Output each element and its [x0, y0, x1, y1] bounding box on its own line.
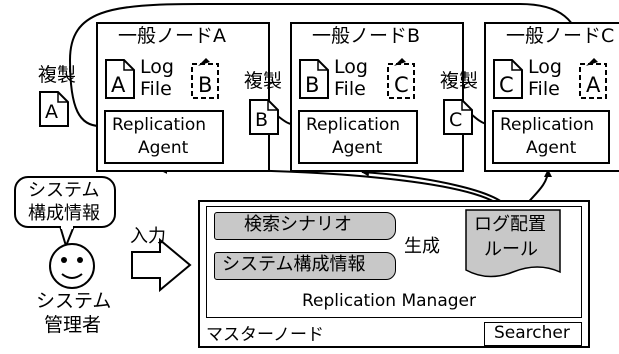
replica-slot-c [579, 63, 607, 99]
replica-a-letter: B [198, 73, 213, 97]
copy-a-doc-icon [39, 91, 69, 127]
search-scenario-label: 検索シナリオ [244, 214, 352, 235]
log-rule-line-2: ルール [484, 239, 538, 260]
log-file-b-letter: B [305, 73, 320, 97]
log-file-c-label-1: Log [528, 56, 562, 78]
searcher-label: Searcher [494, 323, 570, 343]
agent-a-label-2: Agent [138, 138, 189, 158]
admin-label-1: システム [36, 290, 112, 312]
agent-c-label-1: Replication [500, 115, 595, 135]
replication-agent-b [298, 110, 418, 164]
copy-b-doc-icon [249, 99, 279, 135]
log-file-c-label-2: File [528, 78, 560, 100]
log-placement-rule-doc [465, 209, 561, 278]
searcher-box [484, 322, 582, 346]
log-rule-line-1: ログ配置 [474, 214, 546, 235]
bubble-tail-cover [61, 224, 73, 229]
bubble-line-1: システム [28, 180, 100, 201]
copy-a-letter: A [45, 101, 58, 123]
replica-c-letter: A [586, 73, 601, 97]
log-file-b-label-1: Log [334, 56, 368, 78]
log-file-a-label-2: File [140, 78, 172, 100]
log-file-c-letter: C [499, 73, 514, 97]
node-c-title: 一般ノードC [506, 25, 615, 47]
search-scenario-box [214, 212, 396, 240]
replication-manager-label: Replication Manager [302, 291, 476, 311]
replication-agent-a [104, 110, 224, 164]
generate-label: 生成 [404, 236, 440, 257]
agent-c-label-2: Agent [526, 138, 577, 158]
config-speech-bubble [14, 176, 116, 228]
copy-b-label: 複製 [244, 70, 283, 92]
copy-a-label: 複製 [38, 64, 77, 86]
copy-c-letter: C [449, 109, 463, 131]
copy-c-doc-icon [443, 99, 473, 135]
input-arrow [131, 237, 192, 293]
agent-b-label-1: Replication [306, 115, 401, 135]
log-file-a-letter: A [111, 73, 126, 97]
node-a-title: 一般ノードA [118, 25, 226, 47]
system-config-box [214, 252, 396, 280]
log-file-b-label-2: File [334, 78, 366, 100]
replica-slot-a [191, 63, 219, 99]
copy-b-letter: B [255, 109, 269, 131]
admin-label-2: 管理者 [44, 314, 102, 336]
replica-b-letter: C [394, 73, 409, 97]
log-file-a-label-1: Log [140, 56, 174, 78]
admin-face-icon [49, 243, 95, 289]
input-label: 入力 [130, 226, 166, 247]
replication-agent-c [492, 110, 610, 164]
system-config-label: システム構成情報 [222, 254, 366, 275]
replica-slot-b [387, 63, 415, 99]
agent-a-label-1: Replication [112, 115, 207, 135]
master-node-label: マスターノード [206, 325, 324, 345]
agent-b-label-2: Agent [332, 138, 383, 158]
bubble-line-2: 構成情報 [28, 203, 100, 224]
loop-arrow-a-to-c [68, 3, 586, 127]
copy-c-label: 複製 [440, 70, 479, 92]
node-b-title: 一般ノードB [312, 25, 421, 47]
